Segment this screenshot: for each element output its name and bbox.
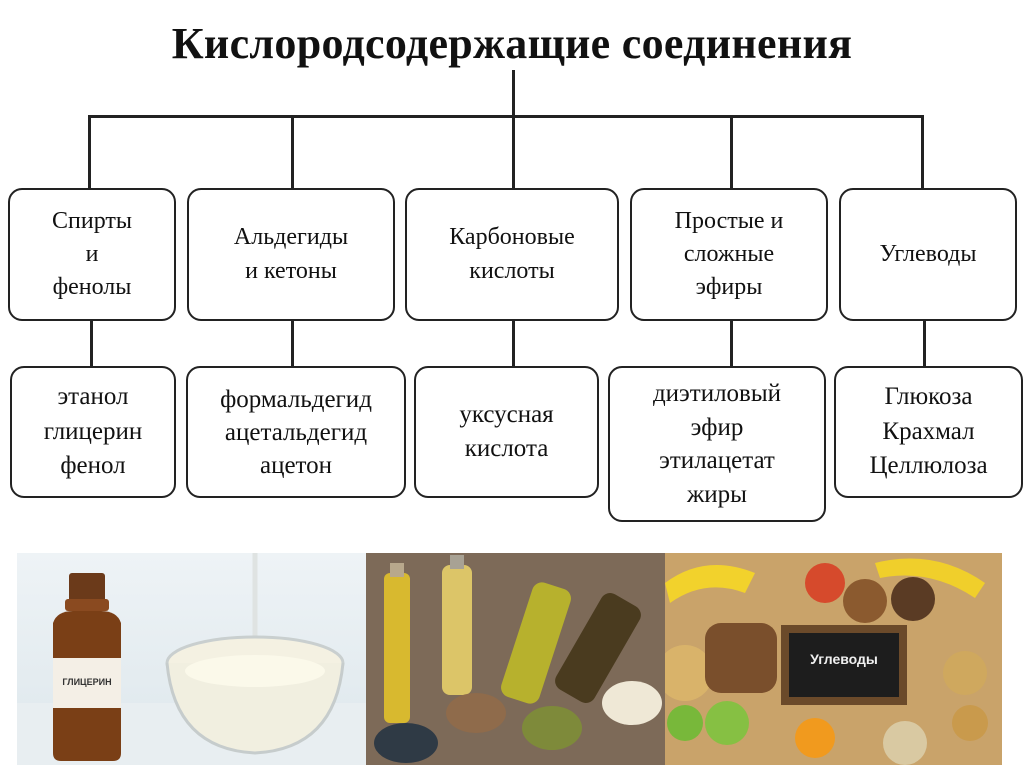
category-box-carboxylic-acids: Карбоновые кислоты (405, 188, 619, 321)
connector-sub-3 (512, 320, 515, 368)
example-item: ацетальдегид (225, 416, 367, 449)
category-line: Углеводы (880, 238, 977, 271)
examples-box-ethers: диэтиловый эфир этилацетат жиры (608, 366, 826, 522)
example-item: глицерин (44, 415, 143, 450)
example-item: кислота (465, 432, 549, 467)
example-item: ацетон (260, 449, 332, 482)
category-line: эфиры (696, 271, 763, 304)
example-item: этилацетат (659, 444, 775, 478)
example-item: Целлюлоза (869, 449, 987, 484)
category-line: и (86, 238, 99, 271)
example-item: Крахмал (882, 415, 974, 450)
connector-drop-1 (88, 115, 91, 189)
connector-drop-2 (291, 115, 294, 189)
connector-sub-2 (291, 320, 294, 368)
category-line: Спирты (52, 205, 132, 238)
example-item: фенол (60, 449, 125, 484)
connector-sub-1 (90, 320, 93, 368)
photo-carbohydrates: Углеводы (665, 553, 1002, 765)
category-line: кислоты (469, 255, 554, 288)
example-item: Глюкоза (884, 380, 972, 415)
category-line: сложные (684, 238, 774, 271)
connector-drop-4 (730, 115, 733, 189)
examples-box-carbohydrates: Глюкоза Крахмал Целлюлоза (834, 366, 1023, 498)
category-line: Простые и (675, 205, 784, 238)
examples-box-aldehydes: формальдегид ацетальдегид ацетон (186, 366, 406, 498)
connector-bus (88, 115, 923, 118)
examples-box-acids: уксусная кислота (414, 366, 599, 498)
connector-drop-3 (512, 115, 515, 189)
category-box-ethers: Простые и сложные эфиры (630, 188, 828, 321)
example-item: уксусная (459, 398, 553, 433)
photo-oils (366, 553, 665, 765)
category-box-alcohols: Спирты и фенолы (8, 188, 176, 321)
connector-sub-4 (730, 320, 733, 368)
carbohydrates-board-label: Углеводы (789, 651, 899, 667)
example-item: формальдегид (220, 383, 372, 416)
diagram-title: Кислородсодержащие соединения (0, 18, 1024, 69)
connector-sub-5 (923, 320, 926, 368)
category-line: Карбоновые (449, 221, 575, 254)
connector-drop-5 (921, 115, 924, 189)
category-line: и кетоны (245, 255, 337, 288)
example-item: этанол (57, 380, 128, 415)
example-item: жиры (687, 478, 747, 512)
category-box-aldehydes: Альдегиды и кетоны (187, 188, 395, 321)
category-line: Альдегиды (234, 221, 348, 254)
category-box-carbohydrates: Углеводы (839, 188, 1017, 321)
examples-box-alcohols: этанол глицерин фенол (10, 366, 176, 498)
bowl-illustration (17, 553, 366, 765)
connector-trunk (512, 70, 515, 117)
photo-glycerin: ГЛИЦЕРИН (17, 553, 366, 765)
category-line: фенолы (53, 271, 132, 304)
example-item: диэтиловый (653, 377, 781, 411)
oil-bottles-illustration (366, 553, 665, 765)
example-item: эфир (691, 411, 744, 445)
